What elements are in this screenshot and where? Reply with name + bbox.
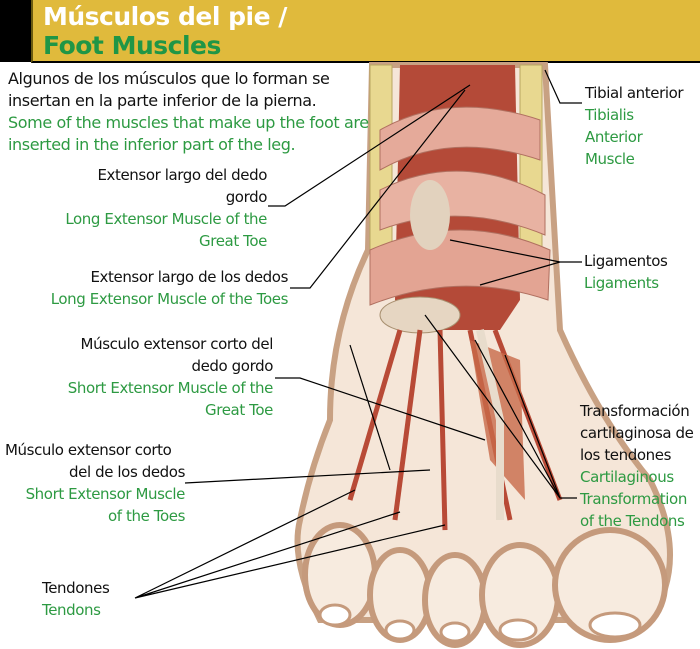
label-short-extensor-toes: Músculo extensor corto del de los dedos … [5,439,185,527]
label-tendons: Tendones Tendons [42,577,110,621]
label-en-line1: Tibialis [585,106,634,124]
label-en-line3: Muscle [585,150,635,168]
label-cartilaginous-transformation: Transformación cartilaginosa de los tend… [580,400,694,532]
label-es: Ligamentos [584,252,668,270]
intro-es-line2: insertan en la parte inferior de la pier… [8,91,317,110]
label-es: Tendones [42,579,110,597]
intro-en-line2: inserted in the inferior part of the leg… [8,135,296,154]
label-tibialis-anterior: Tibial anterior Tibialis Anterior Muscle [585,82,684,170]
label-es-line1: Músculo extensor corto del [80,335,274,353]
title-english: Foot Muscles [43,31,221,60]
label-en-line1: Short Extensor Muscle [25,485,186,503]
label-es: Tibial anterior [585,84,684,102]
label-en-line3: of the Tendons [580,512,685,530]
label-en-line2: Transformation [580,490,687,508]
label-es-line1: Extensor largo del dedo [97,166,267,184]
label-es-line2: del de los dedos [69,463,185,481]
label-ligaments: Ligamentos Ligaments [584,250,668,294]
label-en-line2: Great Toe [199,232,267,250]
label-es-line2: gordo [225,188,268,206]
intro-es-line1: Algunos de los músculos que lo forman se [8,69,330,88]
label-en-line1: Long Extensor Muscle of the [65,210,267,228]
title-spanish: Músculos del pie / [43,2,287,31]
label-long-extensor-great-toe: Extensor largo del dedo gordo Long Exten… [7,164,267,252]
label-en-line2: of the Toes [107,507,185,525]
toes [302,522,668,648]
label-short-extensor-great-toe: Músculo extensor corto del dedo gordo Sh… [3,333,274,421]
label-en-line2: Great Toe [205,401,273,419]
label-es-line3: los tendones [580,446,671,464]
label-long-extensor-toes: Extensor largo de los dedos Long Extenso… [8,266,289,310]
label-es-line1: Músculo extensor corto [5,441,172,459]
header-bar: Músculos del pie / Foot Muscles [31,0,700,63]
label-es-line2: cartilaginosa de [580,424,694,442]
label-en-line1: Short Extensor Muscle of the [67,379,274,397]
label-es: Extensor largo de los dedos [90,268,288,286]
label-en-line1: Cartilaginous [580,468,674,486]
header-accent [0,0,31,62]
label-es-line1: Transformación [580,402,690,420]
intro-text: Algunos de los músculos que lo forman se… [8,68,369,156]
label-en-line2: Anterior [585,128,643,146]
leader-lines [134,69,582,599]
label-en: Ligaments [584,274,659,292]
label-en: Tendons [42,601,101,619]
label-es-line2: dedo gordo [191,357,273,375]
label-en: Long Extensor Muscle of the Toes [50,290,289,308]
intro-en-line1: Some of the muscles that make up the foo… [8,113,369,132]
